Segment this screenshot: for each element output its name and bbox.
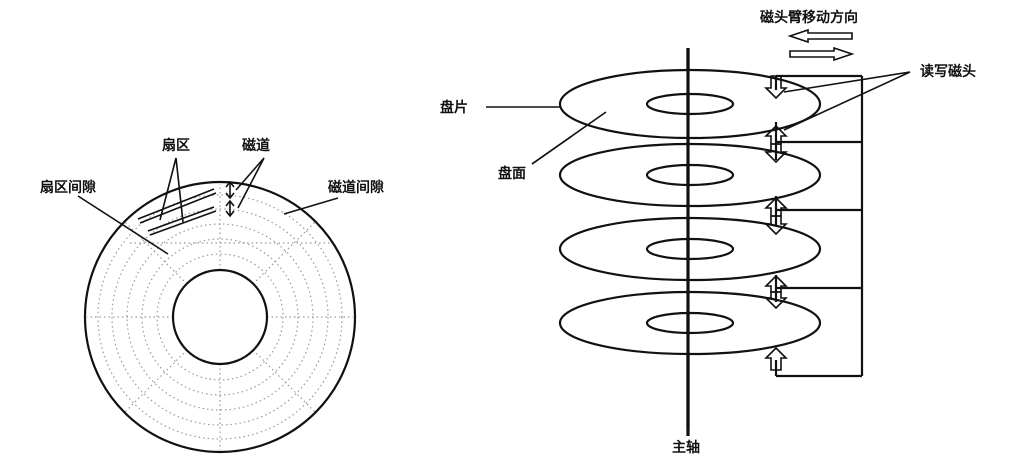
right-leader-lines xyxy=(486,71,911,165)
label-spindle: 主轴 xyxy=(672,439,700,456)
read-write-heads xyxy=(764,75,788,371)
label-surface: 盘面 xyxy=(498,165,526,182)
disk-outer-edge xyxy=(83,180,357,454)
label-sector-gap: 扇区间隙 xyxy=(40,179,96,196)
disk-surface-diagram: 扇区 磁道 扇区间隙 磁道间隙 xyxy=(40,137,384,454)
label-track: 磁道 xyxy=(242,137,270,154)
label-platter: 盘片 xyxy=(440,99,468,116)
platter-3 xyxy=(558,216,822,282)
platter-4 xyxy=(558,290,822,356)
platter-2 xyxy=(558,142,822,208)
label-read-write-head: 读写磁头 xyxy=(920,63,976,80)
disk-inner-hole xyxy=(171,268,269,366)
arm-direction-arrows xyxy=(787,28,855,62)
head-arm-assembly xyxy=(774,74,864,378)
platter-1 xyxy=(558,68,822,140)
sector-arrows xyxy=(137,188,217,236)
left-leader-lines xyxy=(77,157,339,255)
label-sector: 扇区 xyxy=(162,137,190,154)
sector-boundaries xyxy=(87,184,353,450)
disk-stack-diagram: 磁头臂移动方向 读写磁头 盘片 盘面 主轴 xyxy=(440,9,976,456)
track-arrows xyxy=(225,180,235,218)
label-arm-direction: 磁头臂移动方向 xyxy=(760,9,858,26)
label-track-gap: 磁道间隙 xyxy=(328,179,384,196)
